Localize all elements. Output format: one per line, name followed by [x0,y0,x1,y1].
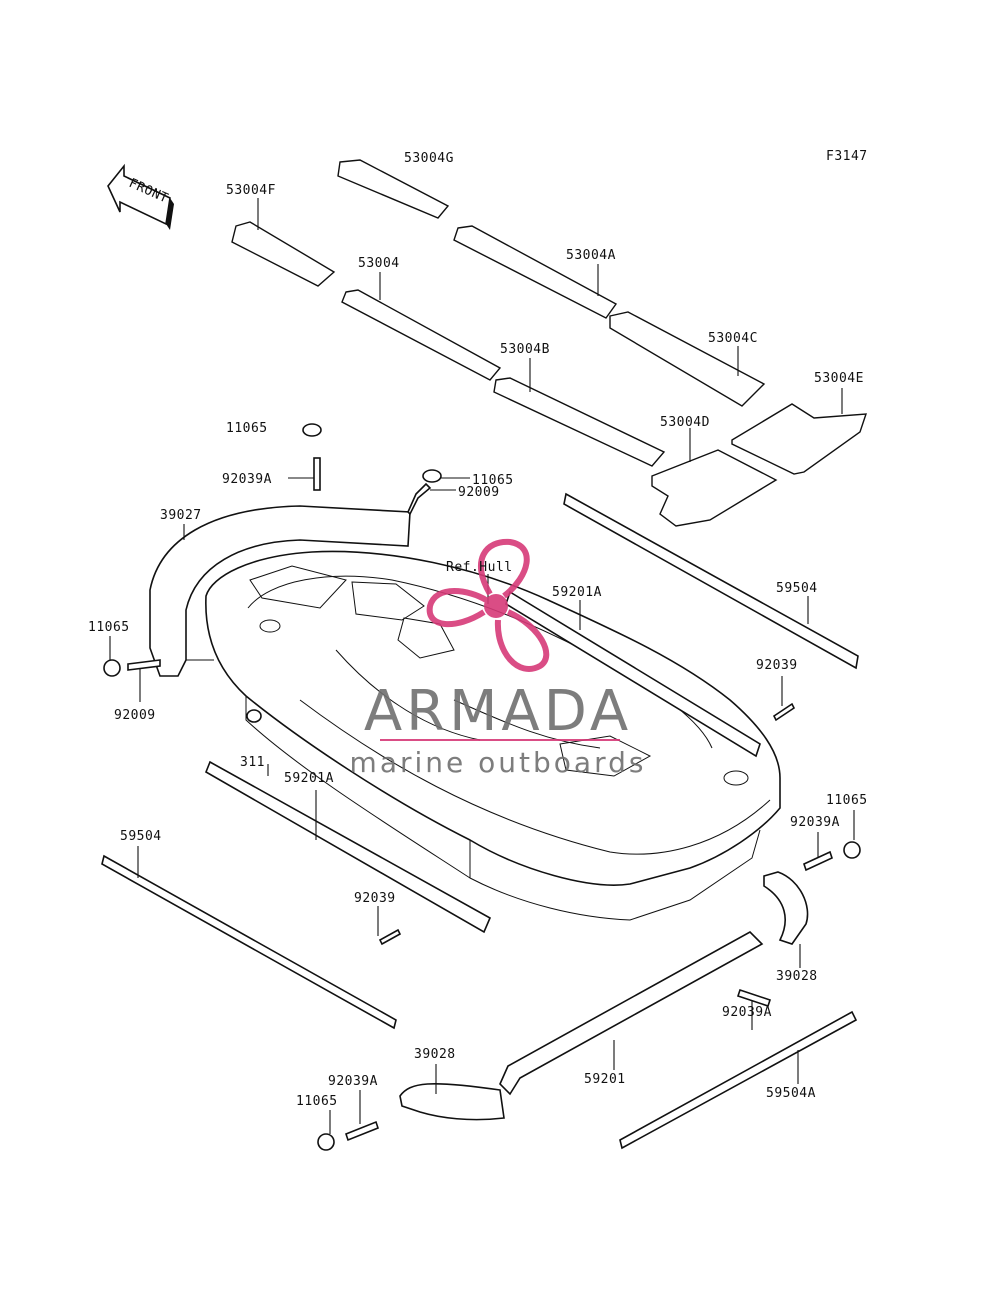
rail-59504-right [563,492,859,670]
watermark-brand: ARMADA [364,679,632,744]
bumper-59201A-right [505,590,761,758]
mat-53004C [609,311,766,407]
mat-53004 [341,289,502,381]
callout-11065-b: 11065 [472,473,514,488]
nut-311 [246,709,262,723]
screw-92009-a [407,482,432,516]
mat-53004G [337,159,450,219]
watermark-tagline: marine outboards [350,746,647,779]
gunwale-39027 [149,505,411,677]
ref-hull-label: Ref.Hull [446,560,513,575]
callout-11065-c: 11065 [88,620,130,635]
rail-59504A [619,1010,858,1150]
screw-92009-b [127,659,161,671]
leader-lines [109,198,855,1134]
callout-311: 311 [240,755,265,770]
propeller-logo-icon [426,538,550,672]
grommet-11065-b [422,469,442,483]
callout-53004C: 53004C [708,331,758,346]
callout-53004B: 53004B [500,342,550,357]
callout-53004: 53004 [358,256,400,271]
deck-mat-pads [231,159,867,527]
callouts: 53004G 53004F 53004A 53004 53004C 53004B… [88,151,868,1109]
pin-92039A-c [736,988,772,1008]
callout-39027: 39027 [160,508,202,523]
callout-39028-b: 39028 [414,1047,456,1062]
callout-53004D: 53004D [660,415,710,430]
callout-59201: 59201 [584,1072,626,1087]
callout-92039A-b: 92039A [790,815,840,830]
front-arrow-icon: FRONT [107,163,174,230]
callout-53004E: 53004E [814,371,864,386]
pin-92039A-b [803,850,833,872]
callout-53004A: 53004A [566,248,616,263]
fasteners [103,423,861,1151]
grommet-11065-a [302,423,322,437]
figure-code: F3147 [826,149,868,164]
grommet-11065-c [103,659,121,677]
bumper-59201 [499,931,764,1096]
rail-59504-left [101,854,397,1030]
callout-92009-a: 92009 [458,485,500,500]
pin-92039-b [378,928,402,946]
pin-92039-a [772,702,796,722]
mat-53004A [453,225,618,319]
callout-59504-b: 59504 [120,829,162,844]
callout-92039A-c: 92039A [722,1005,772,1020]
callout-92039A-d: 92039A [328,1074,378,1089]
callout-92039-b: 92039 [354,891,396,906]
callout-92039-a: 92039 [756,658,798,673]
mat-53004F [231,221,336,287]
callout-59201A-a: 59201A [552,585,602,600]
mat-53004E [731,403,867,475]
cap-39028-lower [399,1083,505,1121]
callout-53004F: 53004F [226,183,276,198]
callout-59201A-b: 59201A [284,771,334,786]
cap-39028-right [763,871,809,945]
callout-59504A: 59504A [766,1086,816,1101]
callout-53004G: 53004G [404,151,454,166]
mat-53004B [493,377,666,467]
watermark: ARMADA marine outboards [350,538,647,779]
pin-92039A-a [313,457,321,491]
bumper-59201A-left [204,760,492,934]
hull [205,550,781,921]
grommet-11065-e [317,1133,335,1151]
callout-59504-a: 59504 [776,581,818,596]
callout-39028-a: 39028 [776,969,818,984]
callout-11065-e: 11065 [296,1094,338,1109]
callout-11065-a: 11065 [226,421,268,436]
callout-92039A-a: 92039A [222,472,272,487]
mat-53004D [651,449,778,527]
pin-92039A-d [345,1120,379,1142]
grommet-11065-d [843,841,861,859]
callout-11065-d: 11065 [826,793,868,808]
callout-92009-b: 92009 [114,708,156,723]
